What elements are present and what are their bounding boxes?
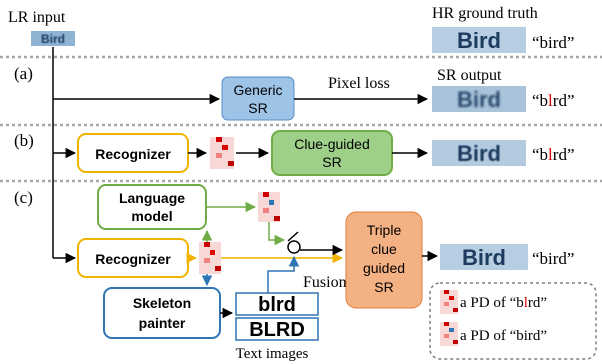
section-a-label: (a) [14,64,33,83]
section-c-output-quote: “bird” [532,249,574,268]
fusion-label: Fusion [303,274,347,291]
skeleton-painter-line1: Skeleton [133,295,191,311]
legend-box [429,282,597,360]
triple-line4: SR [374,279,393,295]
triple-line3: guided [363,260,405,276]
triple-line2: clue [371,241,397,257]
lr-input-image: Bird [31,31,75,46]
language-model-line2: model [131,208,172,224]
section-c-output-word: Bird [462,245,506,270]
triple-clue-guided-sr-box [345,211,423,309]
section-a-output-word: Bird [457,87,501,112]
legend-item-bird: a PD of “bird” [460,328,547,344]
fusion-switch-node [287,240,301,254]
pixel-loss-label: Pixel loss [328,75,390,92]
probability-distribution-icon-c [199,242,221,274]
language-model-line1: Language [119,190,185,206]
legend-pd-icon-blrd [440,290,458,314]
arrow-language-pd-to-fusion [268,222,286,246]
section-c-label: (c) [14,188,33,207]
section-b-output-quote: “blrd” [532,145,575,164]
lr-input-word: Bird [41,32,65,46]
section-b-label: (b) [14,131,34,150]
section-c-output-image: Bird [440,244,528,270]
legend-item-blrd: a PD of “blrd” [460,295,547,311]
fusion-switch-lever [287,231,299,242]
text-image-blrd-word: blrd [258,294,296,316]
hr-ground-truth-word: Bird [457,28,501,53]
text-images-caption: Text images [236,346,309,362]
probability-distribution-icon-language [258,192,280,222]
probability-distribution-icon-b [210,137,234,169]
clue-guided-line2: SR [322,154,341,170]
section-b-output-image: Bird [432,140,526,166]
legend-pd-icon-bird [440,322,458,346]
clue-guided-line1: Clue-guided [294,136,370,152]
section-b-output-word: Bird [457,141,501,166]
hr-ground-truth-quote: “bird” [532,33,574,52]
generic-sr-line1: Generic [233,82,282,98]
text-image-blrd: blrd [235,292,319,316]
section-a-output-image: Bird [432,86,526,112]
text-image-BLRD-word: BLRD [249,319,305,341]
generic-sr-line2: SR [248,100,267,116]
text-image-BLRD: BLRD [235,317,319,341]
section-a-output-quote: “blrd” [532,91,575,110]
triple-line1: Triple [367,222,402,238]
hr-ground-truth-image: Bird [432,27,526,53]
sr-output-label: SR output [437,67,502,84]
skeleton-painter-line2: painter [139,315,186,331]
recognizer-b-label: Recognizer [95,146,171,162]
lr-input-label: LR input [8,9,66,26]
recognizer-c-label: Recognizer [95,251,171,267]
arrow-text-images-to-fusion [267,255,300,293]
hr-ground-truth-label: HR ground truth [432,5,538,22]
